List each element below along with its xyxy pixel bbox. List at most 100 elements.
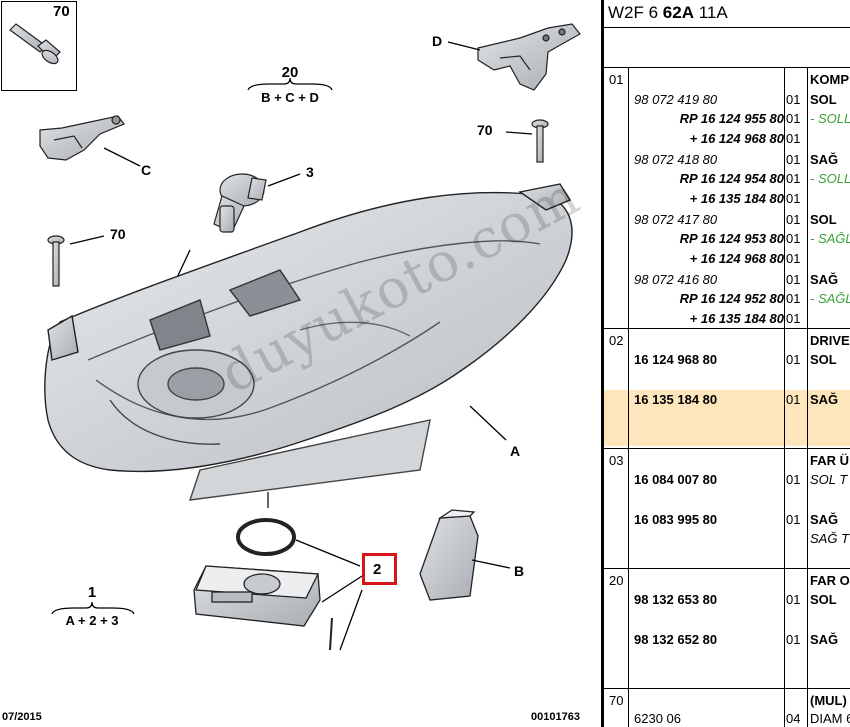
part-number[interactable]: 98 132 652 80 xyxy=(634,632,718,647)
header-suffix: 11A xyxy=(693,3,728,22)
footer-drawing-number: 00101763 xyxy=(531,711,580,723)
row-desc: SOL xyxy=(810,212,837,227)
part-number[interactable]: 98 072 417 80 xyxy=(634,212,718,227)
column-divider-1 xyxy=(628,68,629,727)
row-desc: DRIVE xyxy=(810,333,850,348)
row-desc: SAĞ xyxy=(810,152,839,167)
group-divider-03 xyxy=(604,448,850,449)
callout-a: A xyxy=(510,443,521,459)
part-number[interactable]: 98 072 419 80 xyxy=(634,92,718,107)
row-grp: 01 xyxy=(609,72,624,87)
part-number[interactable]: 98 072 416 80 xyxy=(634,272,718,287)
row-qty: 01 xyxy=(786,311,801,326)
bracket-c xyxy=(39,115,125,161)
part-number[interactable]: 16 083 995 80 xyxy=(634,512,718,527)
part-number[interactable]: + 16 124 968 80 xyxy=(689,131,784,146)
headlight-drawing xyxy=(9,23,581,651)
row-grp: 03 xyxy=(609,453,624,468)
row-qty: 01 xyxy=(786,392,801,407)
row-desc: - SOLL xyxy=(810,111,850,126)
row-qty: 01 xyxy=(786,191,801,206)
part-number[interactable]: RP 16 124 952 80 xyxy=(679,291,784,306)
part-number[interactable]: RP 16 124 955 80 xyxy=(679,111,784,126)
row-desc: - SAĞL xyxy=(810,231,850,246)
column-divider-2 xyxy=(784,68,785,727)
group-divider-20 xyxy=(604,568,850,569)
row-qty: 01 xyxy=(786,171,801,186)
row-qty: 01 xyxy=(786,111,801,126)
table-top-border xyxy=(604,67,850,68)
row-desc: SAĞ xyxy=(810,272,839,287)
headlight-housing-a xyxy=(44,183,573,501)
parts-header: W2F 6 62A 11A xyxy=(608,3,728,23)
row-desc: DIAM 6 xyxy=(810,711,850,726)
row-qty: 01 xyxy=(786,272,801,287)
group-1-formula: A + 2 + 3 xyxy=(65,613,119,628)
callout-2: 2 xyxy=(373,561,382,578)
part-number[interactable]: 16 084 007 80 xyxy=(634,472,718,487)
callout-d: D xyxy=(432,33,443,49)
row-desc: SOL xyxy=(810,92,837,107)
header-prefix: W2F 6 xyxy=(608,3,663,22)
bracket-d xyxy=(477,23,581,91)
row-desc: SOL xyxy=(810,352,837,367)
highlighted-row xyxy=(604,390,850,446)
callout-3: 3 xyxy=(306,164,314,180)
row-desc: SAĞ xyxy=(810,632,839,647)
row-qty: 01 xyxy=(786,472,801,487)
control-module-2 xyxy=(193,565,321,627)
row-desc: SAĞ xyxy=(810,392,839,407)
row-desc: KOMP xyxy=(810,72,849,87)
exploded-diagram: 70 20 B + C + D 1 A + 2 + 3 D C 3 70 70 … xyxy=(1,1,589,723)
group-divider-70 xyxy=(604,688,850,689)
row-grp: 02 xyxy=(609,333,624,348)
footer-date: 07/2015 xyxy=(2,711,42,723)
part-number[interactable]: + 16 135 184 80 xyxy=(689,191,784,206)
row-desc: SAĞ xyxy=(810,512,839,527)
group-1-number: 1 xyxy=(87,584,97,601)
callout-2-highlight[interactable]: 2 xyxy=(362,553,397,585)
callout-c: C xyxy=(141,162,152,178)
row-grp: 70 xyxy=(609,693,624,708)
row-qty: 01 xyxy=(786,251,801,266)
part-number[interactable]: + 16 124 968 80 xyxy=(689,251,784,266)
group-braces xyxy=(51,77,333,615)
row-qty: 01 xyxy=(786,152,801,167)
column-divider-3 xyxy=(807,68,808,727)
part-number[interactable]: 6230 06 xyxy=(634,711,681,726)
header-bold-code: 62A xyxy=(662,3,694,22)
callout-70-right: 70 xyxy=(477,122,493,138)
row-qty: 01 xyxy=(786,212,801,227)
row-desc: SOL xyxy=(810,592,837,607)
part-number[interactable]: 98 132 653 80 xyxy=(634,592,718,607)
part-number[interactable]: 16 124 968 80 xyxy=(634,352,718,367)
row-grp: 20 xyxy=(609,573,624,588)
row-desc: SOL T xyxy=(810,472,848,487)
row-qty: 01 xyxy=(786,512,801,527)
group-20-number: 20 xyxy=(281,64,299,81)
part-number[interactable]: RP 16 124 953 80 xyxy=(679,231,784,246)
row-qty: 01 xyxy=(786,231,801,246)
part-number[interactable]: + 16 135 184 80 xyxy=(689,311,784,326)
seal-ring xyxy=(236,518,296,556)
row-desc: (MUL) xyxy=(810,693,847,708)
bulb-socket-3 xyxy=(213,173,267,233)
part-number-highlighted[interactable]: 16 135 184 80 xyxy=(634,392,718,407)
row-qty: 01 xyxy=(786,592,801,607)
row-qty: 01 xyxy=(786,291,801,306)
row-qty: 01 xyxy=(786,131,801,146)
screw-70-boxed xyxy=(9,23,61,65)
row-desc: - SOLL xyxy=(810,171,850,186)
cover-b xyxy=(419,509,479,601)
screw-70-left xyxy=(47,235,65,287)
group-20-formula: B + C + D xyxy=(261,90,319,105)
row-qty: 04 xyxy=(786,711,801,726)
part-number[interactable]: 98 072 418 80 xyxy=(634,152,718,167)
row-desc: FAR O xyxy=(810,573,850,588)
row-desc: - SAĞL xyxy=(810,291,850,306)
ref-box-number: 70 xyxy=(53,3,70,20)
callout-b: B xyxy=(514,563,525,579)
row-qty: 01 xyxy=(786,632,801,647)
part-number[interactable]: RP 16 124 954 80 xyxy=(679,171,784,186)
callout-70-left: 70 xyxy=(110,226,126,242)
